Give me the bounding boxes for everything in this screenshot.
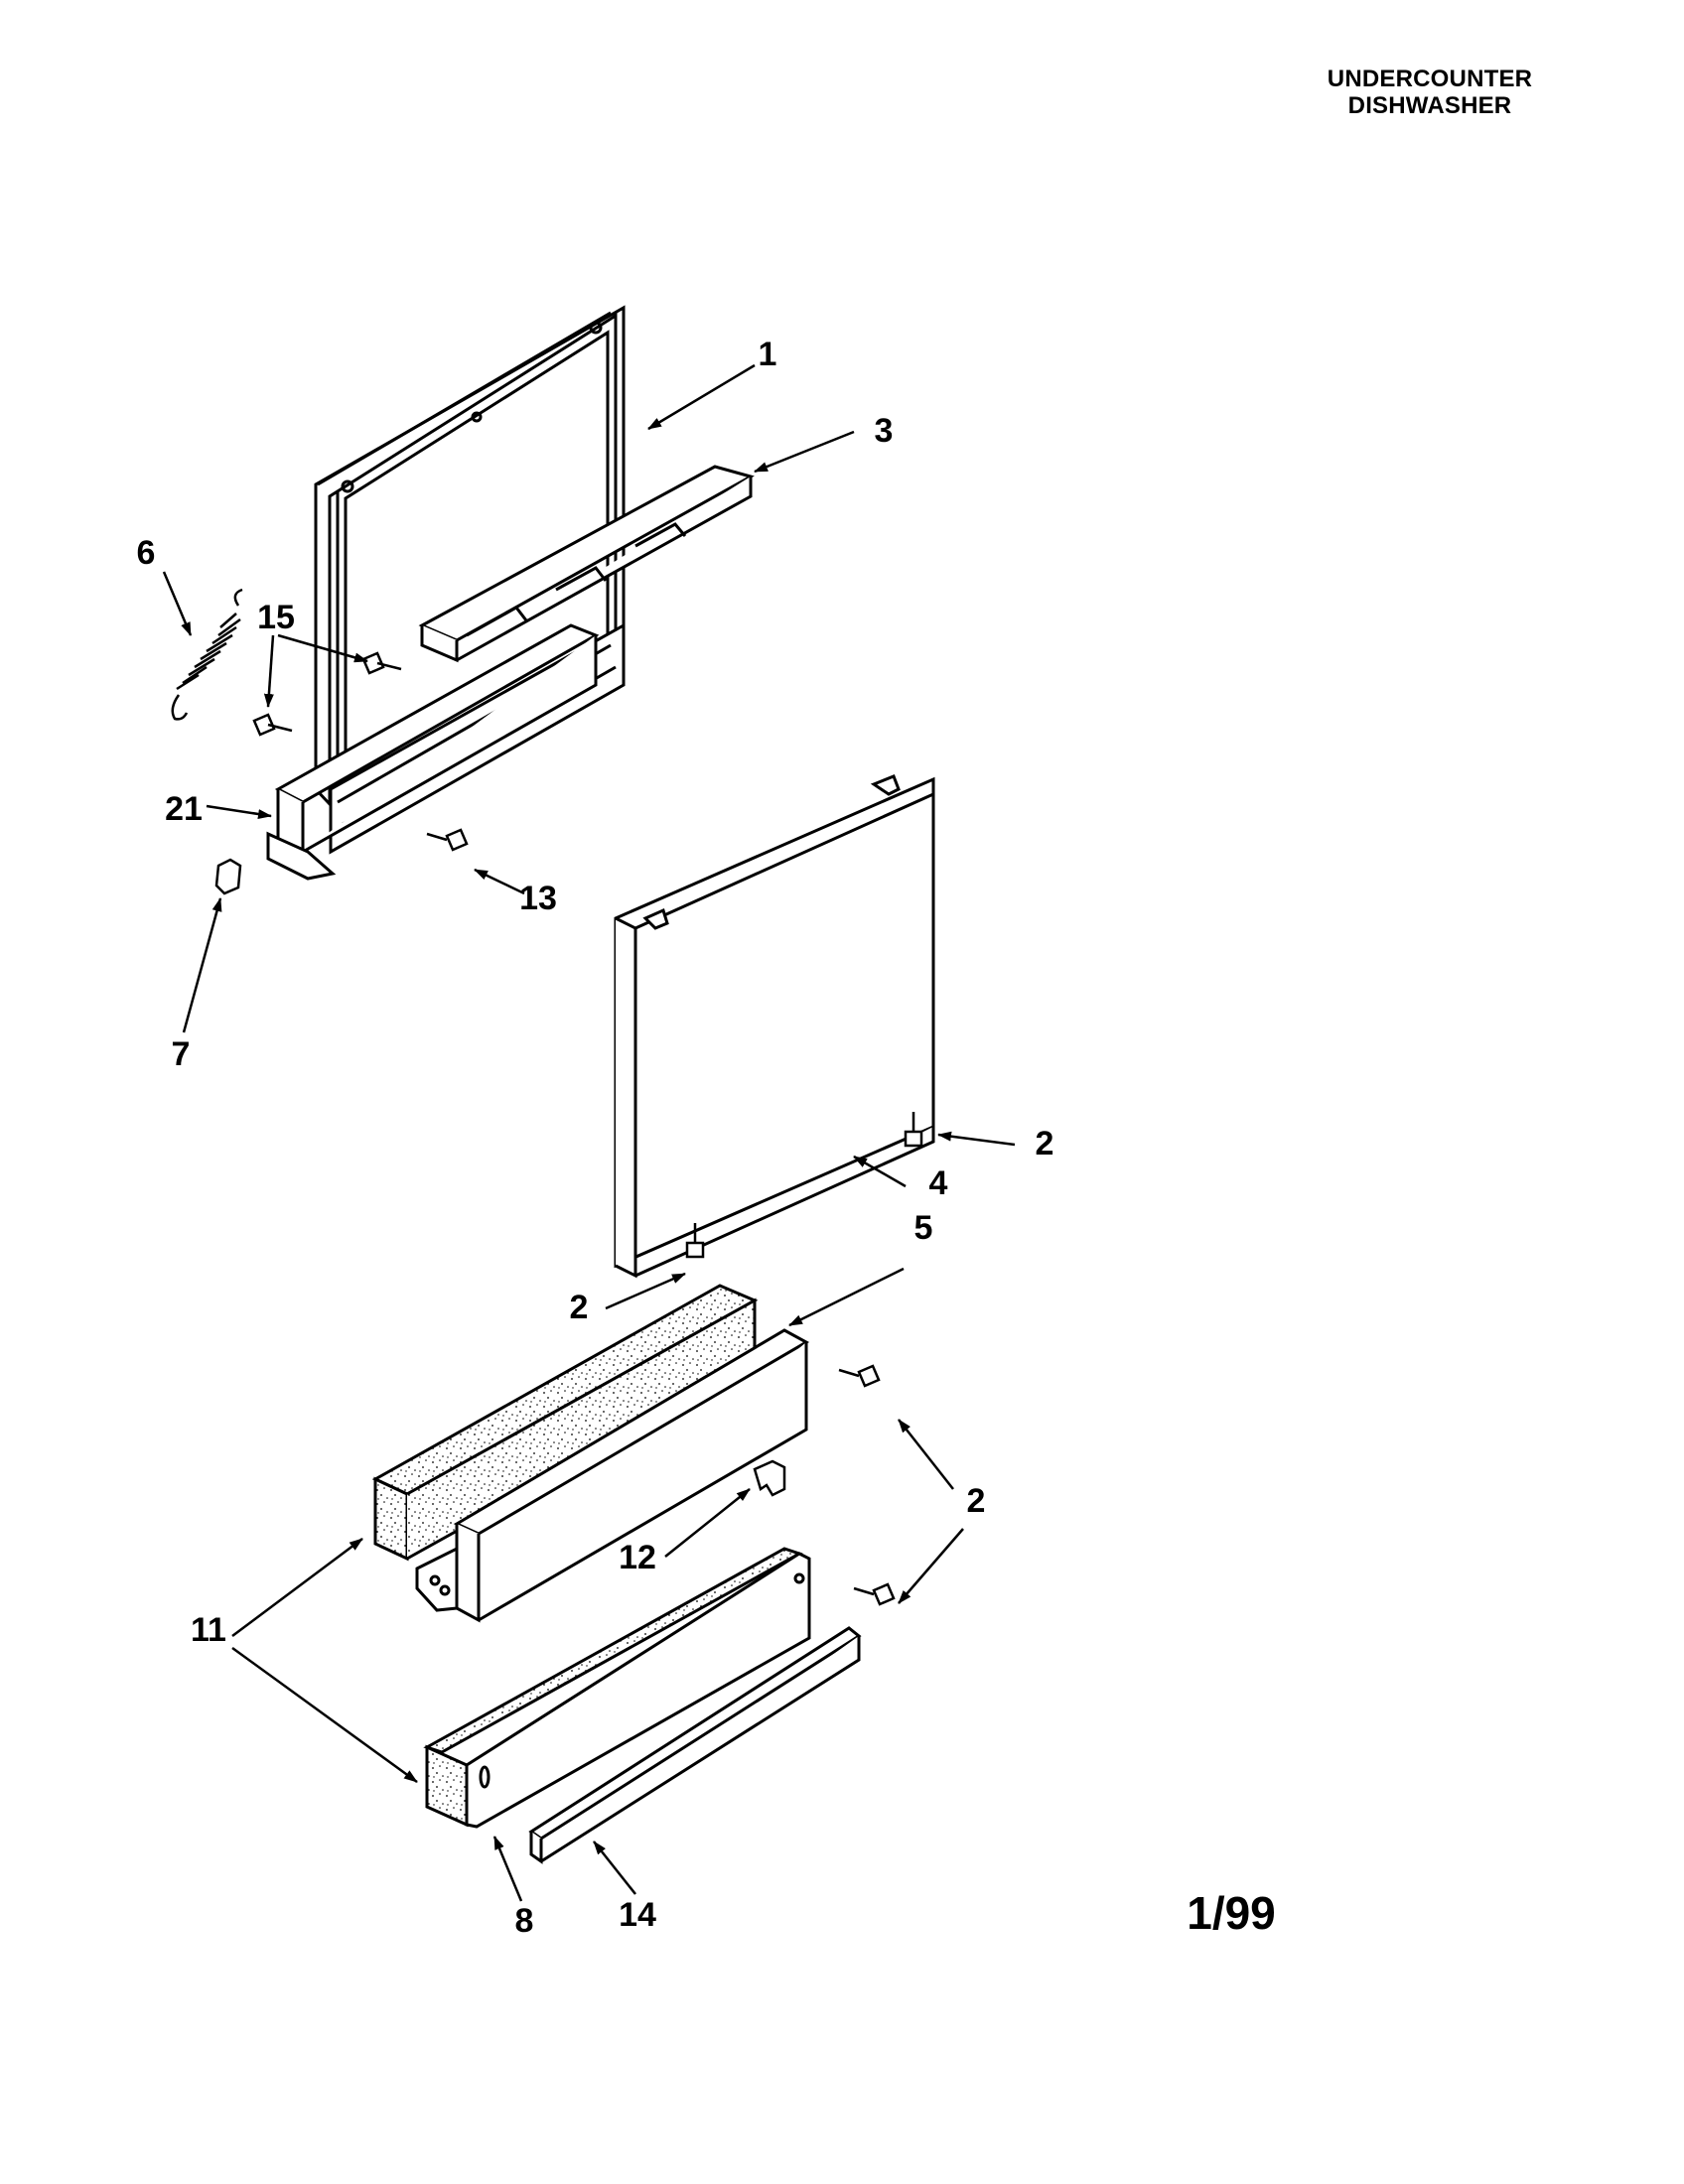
callout-4: 4 bbox=[928, 1164, 948, 1202]
callout-6: 6 bbox=[136, 534, 156, 572]
screw-part-2-set bbox=[685, 1112, 923, 1606]
spring-part bbox=[171, 588, 243, 721]
callout-5: 5 bbox=[913, 1209, 933, 1247]
callout-12: 12 bbox=[619, 1539, 656, 1576]
leader-lines bbox=[162, 363, 1016, 1902]
callout-21: 21 bbox=[165, 790, 203, 828]
callout-2-lower: 2 bbox=[966, 1482, 986, 1520]
callout-13: 13 bbox=[519, 880, 557, 917]
screw-part-13 bbox=[426, 828, 469, 852]
clip-part bbox=[214, 858, 242, 895]
trim-strip-part bbox=[528, 1626, 862, 1864]
callout-2-upper: 2 bbox=[1035, 1125, 1054, 1162]
header-line-2: DISHWASHER bbox=[1347, 92, 1512, 119]
callout-8: 8 bbox=[514, 1902, 534, 1940]
toe-panel-bracket-part bbox=[415, 1328, 810, 1623]
insulation-block-upper bbox=[371, 1284, 759, 1562]
callout-15: 15 bbox=[257, 599, 295, 636]
screw-part-15 bbox=[252, 651, 402, 737]
date-code: 1/99 bbox=[1187, 1887, 1276, 1939]
door-panel-part bbox=[614, 774, 935, 1279]
callout-3: 3 bbox=[874, 412, 894, 450]
rail-part bbox=[418, 465, 755, 663]
clip-part-12 bbox=[753, 1459, 786, 1497]
callout-14: 14 bbox=[619, 1896, 656, 1934]
header-line-1: UNDERCOUNTER bbox=[1327, 66, 1533, 92]
callout-1: 1 bbox=[758, 336, 777, 373]
kick-plate-part bbox=[465, 1552, 811, 1829]
callout-11: 11 bbox=[191, 1611, 226, 1649]
channel-part bbox=[266, 623, 600, 881]
callout-2-middle: 2 bbox=[569, 1289, 589, 1326]
callout-7: 7 bbox=[171, 1035, 191, 1073]
